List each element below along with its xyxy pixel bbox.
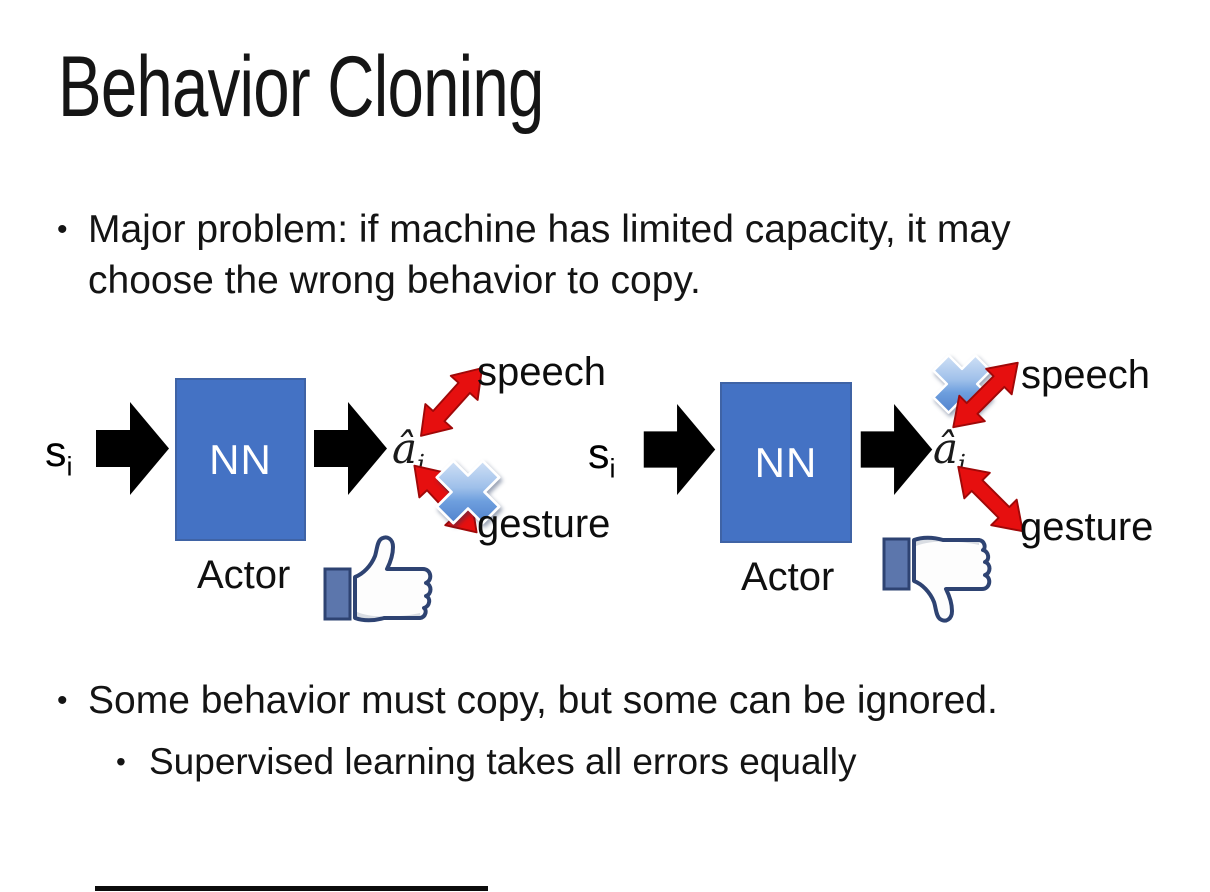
output-label: âi: [392, 424, 426, 479]
speech-label: speech: [477, 350, 606, 394]
block-arrow-icon: [314, 400, 387, 497]
block-arrow-icon: [96, 400, 169, 497]
gesture-label: gesture: [1020, 505, 1154, 549]
nn-box: NN: [720, 382, 852, 543]
bullet-major-problem: • Major problem: if machine has limited …: [57, 204, 1072, 306]
bullet-some-behavior: • Some behavior must copy, but some can …: [57, 676, 1157, 726]
block-arrow-icon: [643, 402, 716, 497]
gesture-label: gesture: [477, 502, 611, 546]
bullet-supervised-text: Supervised learning takes all errors equ…: [149, 741, 857, 782]
thumbs-down-icon: [881, 533, 1005, 625]
slide-title: Behavior Cloning: [58, 39, 544, 135]
input-label: si: [45, 428, 73, 482]
actor-caption: Actor: [741, 555, 835, 599]
bullet-glyph: •: [116, 746, 126, 777]
thumbs-up-icon: [322, 533, 446, 625]
nn-box: NN: [175, 378, 306, 541]
output-label: âi: [933, 424, 967, 479]
bullet-some-behavior-text: Some behavior must copy, but some can be…: [88, 679, 998, 722]
cropped-footer-line: [95, 886, 488, 891]
actor-caption: Actor: [197, 553, 291, 597]
bullet-glyph: •: [57, 213, 68, 246]
bullet-major-problem-text: Major problem: if machine has limited ca…: [88, 208, 1011, 302]
bullet-glyph: •: [57, 684, 68, 717]
block-arrow-icon: [860, 402, 933, 497]
bullet-supervised: • Supervised learning takes all errors e…: [116, 738, 1116, 786]
speech-label: speech: [1021, 353, 1150, 397]
input-label: si: [588, 430, 616, 484]
